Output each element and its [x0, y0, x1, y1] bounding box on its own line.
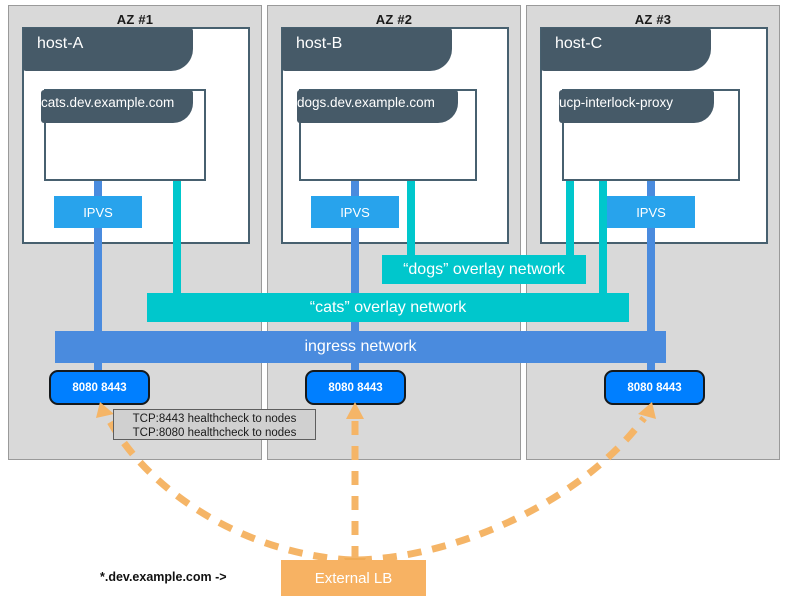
- port-box-az1: 8080 8443: [49, 370, 150, 405]
- ipvs-label-az2: IPVS: [340, 204, 370, 220]
- ingress-line-az1: [94, 181, 102, 372]
- ipvs-label-az1: IPVS: [83, 204, 113, 220]
- ipvs-box-az1: IPVS: [54, 196, 142, 228]
- network-bar-ingress: ingress network: [55, 331, 666, 363]
- ingress-line-az3: [647, 181, 655, 372]
- port-label-az1: 8080 8443: [72, 381, 127, 394]
- dogs-overlay-line-az3: [566, 181, 574, 255]
- external-lb-label: External LB: [314, 569, 393, 587]
- healthcheck-note: TCP:8443 healthcheck to nodes TCP:8080 h…: [113, 409, 316, 440]
- port-box-az2: 8080 8443: [305, 370, 406, 405]
- host-label-az1: host-A: [37, 35, 84, 52]
- service-label-az1: cats.dev.example.com: [41, 95, 175, 110]
- healthcheck-line-8080: TCP:8080 healthcheck to nodes: [132, 427, 297, 439]
- service-header-az2: dogs.dev.example.com: [297, 90, 458, 123]
- host-header-az3: host-C: [541, 28, 711, 71]
- az-title-az3: AZ #3: [634, 12, 672, 27]
- port-label-az3: 8080 8443: [627, 381, 682, 394]
- host-header-az1: host-A: [23, 28, 193, 71]
- host-label-az3: host-C: [555, 35, 603, 52]
- network-label-dogs-overlay: “dogs” overlay network: [403, 260, 565, 278]
- service-label-az3: ucp-interlock-proxy: [559, 95, 674, 110]
- healthcheck-line-8443: TCP:8443 healthcheck to nodes: [132, 413, 297, 425]
- network-bar-cats-overlay: “cats” overlay network: [147, 293, 629, 322]
- ipvs-box-az2: IPVS: [311, 196, 399, 228]
- service-header-az3: ucp-interlock-proxy: [559, 90, 714, 123]
- cats-overlay-line-az3: [599, 181, 607, 294]
- port-box-az3: 8080 8443: [604, 370, 705, 405]
- dns-wildcard-label: *.dev.example.com ->: [100, 570, 227, 584]
- host-label-az2: host-B: [296, 35, 343, 52]
- service-label-az2: dogs.dev.example.com: [297, 95, 435, 110]
- ingress-line-az2: [351, 181, 359, 372]
- dogs-overlay-line-az2: [407, 181, 415, 255]
- network-label-ingress: ingress network: [304, 338, 417, 355]
- port-label-az2: 8080 8443: [328, 381, 383, 394]
- az-title-az1: AZ #1: [116, 12, 154, 27]
- service-header-az1: cats.dev.example.com: [41, 90, 193, 123]
- az-title-az2: AZ #2: [375, 12, 413, 27]
- network-label-cats-overlay: “cats” overlay network: [309, 298, 467, 316]
- network-bar-dogs-overlay: “dogs” overlay network: [382, 255, 586, 284]
- host-header-az2: host-B: [282, 28, 452, 71]
- cats-overlay-line-az1: [173, 181, 181, 294]
- ipvs-label-az3: IPVS: [636, 204, 666, 220]
- ipvs-box-az3: IPVS: [607, 196, 695, 228]
- external-lb-box: External LB: [281, 560, 426, 596]
